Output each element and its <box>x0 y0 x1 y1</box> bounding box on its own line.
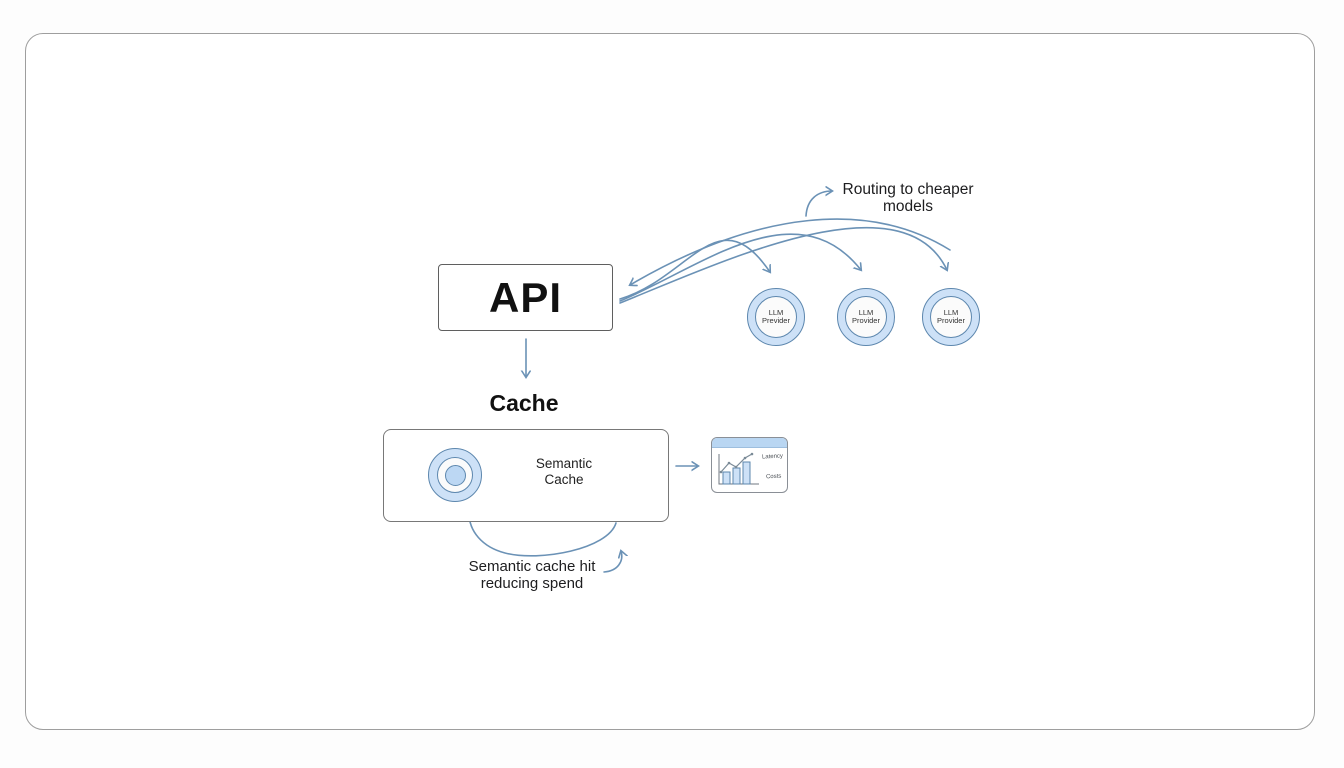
llm-provider-1-inner-circle: LLM Previder <box>755 296 797 338</box>
routing-annotation-line1: Routing to cheaper <box>842 181 974 198</box>
semantic-cache-label: Semantic Cache <box>504 456 624 487</box>
metrics-card: Latency Costs <box>711 437 788 493</box>
semantic-cache-target-icon <box>428 448 482 502</box>
metrics-card-header <box>712 438 787 448</box>
routing-annotation-line2: models <box>883 198 933 215</box>
api-node: API <box>438 264 613 331</box>
api-label: API <box>488 273 562 321</box>
cache-hit-annotation: Semantic cache hit reducing spend <box>452 558 612 592</box>
cache-hit-annotation-line1: Semantic cache hit <box>468 558 596 575</box>
llm-provider-3-label: LLM Provider <box>937 307 965 325</box>
semantic-cache-label-line2: Cache <box>544 471 584 487</box>
llm-provider-node-2: LLM Provider <box>837 288 895 346</box>
semantic-cache-label-line1: Semantic <box>535 456 593 471</box>
metrics-costs-label: Costs <box>765 473 782 481</box>
canvas-frame <box>25 33 1315 730</box>
llm-provider-node-1: LLM Previder <box>747 288 805 346</box>
target-core-dot <box>444 464 466 486</box>
llm-provider-node-3: LLM Provider <box>922 288 980 346</box>
mini-bar-chart-icon <box>718 452 759 485</box>
llm-provider-3-inner-circle: LLM Provider <box>930 296 972 338</box>
llm-provider-2-label: LLM Provider <box>852 307 880 325</box>
cache-title: Cache <box>489 390 559 416</box>
metrics-latency-label: Latency <box>761 453 784 461</box>
target-middle-ring <box>437 457 473 493</box>
llm-provider-1-label: LLM Previder <box>762 307 790 325</box>
llm-provider-2-inner-circle: LLM Provider <box>845 296 887 338</box>
routing-annotation: Routing to cheaper models <box>830 181 986 215</box>
cache-hit-annotation-line2: reducing spend <box>480 575 584 592</box>
semantic-cache-node: Semantic Cache <box>383 429 669 522</box>
